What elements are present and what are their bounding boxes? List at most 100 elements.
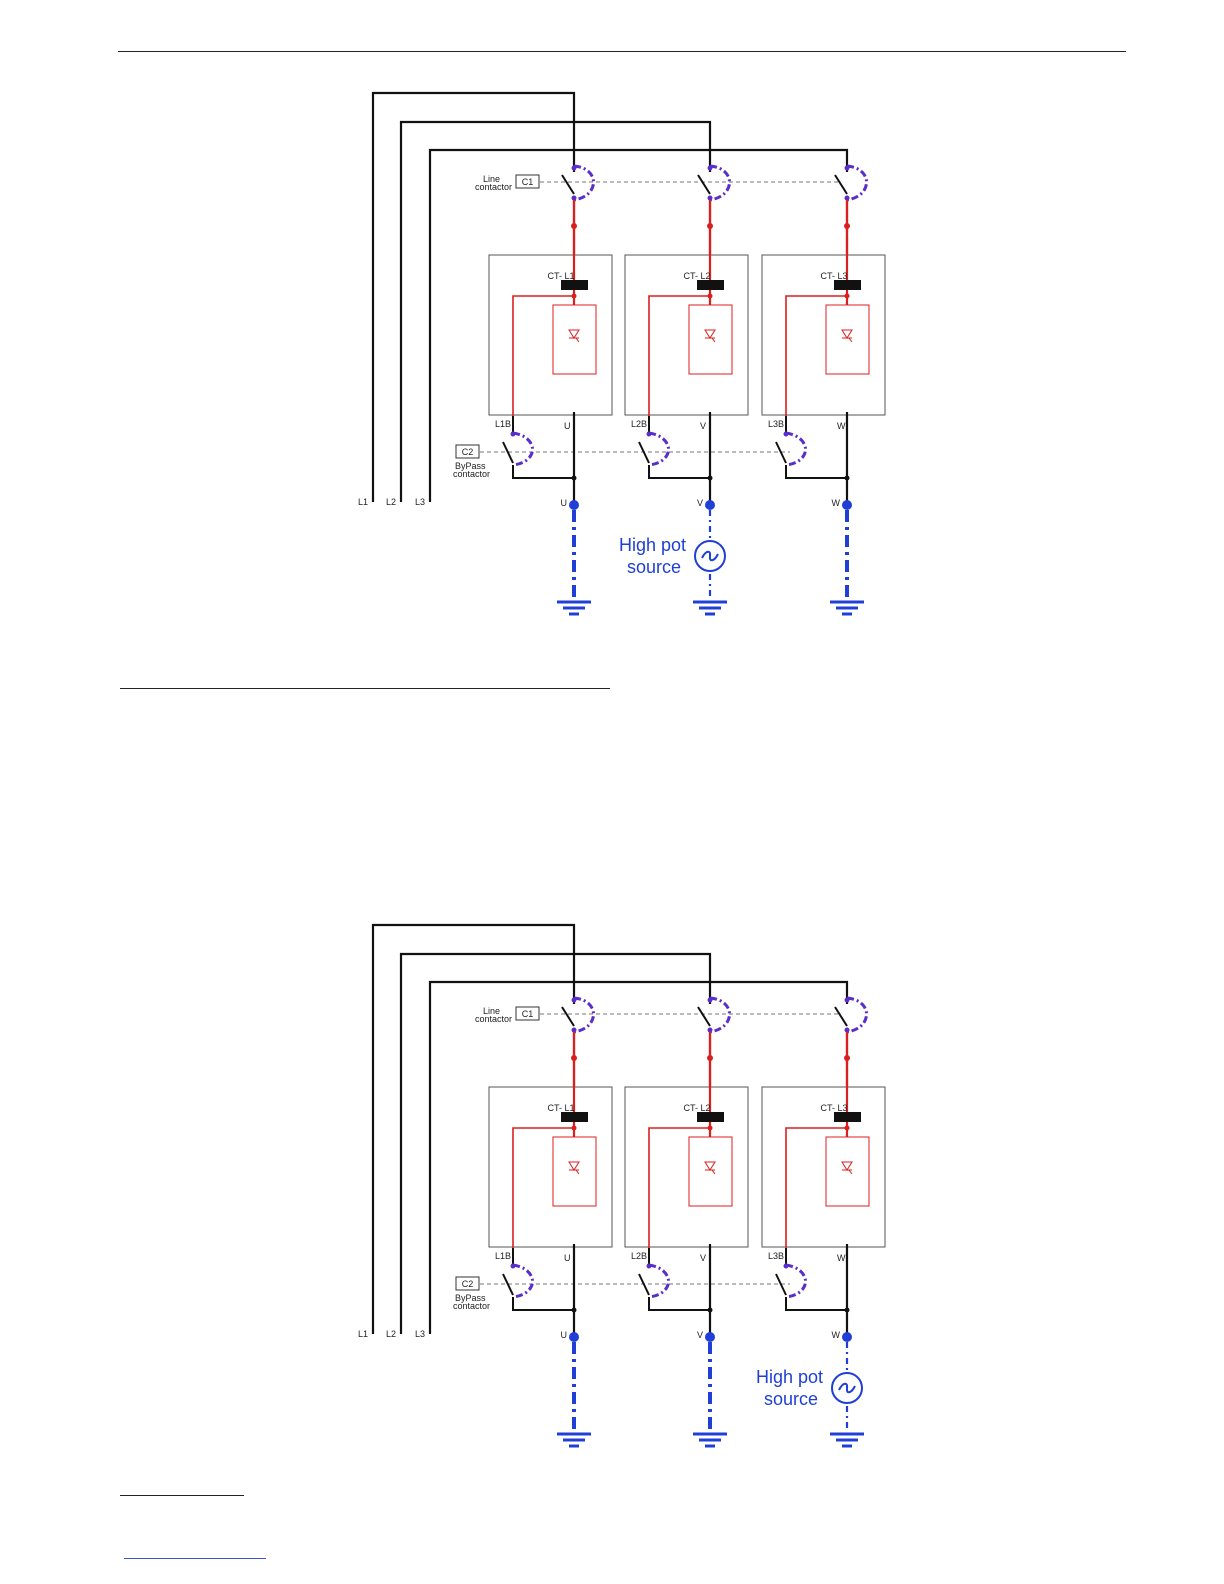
contact-dot — [845, 998, 850, 1003]
ct-label: CT- L3 — [820, 1103, 847, 1113]
line-label-1: L1 — [358, 497, 368, 507]
contact-dot — [708, 998, 713, 1003]
contact-dot — [647, 1264, 652, 1269]
output-point-label: V — [697, 1330, 703, 1340]
connection-dot — [572, 1308, 577, 1313]
high-pot-label: High pot — [756, 1367, 823, 1387]
line-contactor-actuator — [574, 998, 594, 1032]
line-label-3: L3 — [415, 1329, 425, 1339]
bypass-terminal-label: L2B — [631, 419, 647, 429]
link-underline — [124, 1558, 266, 1559]
contact-dot — [572, 998, 577, 1003]
connection-dot — [708, 476, 713, 481]
c2-label: C2 — [462, 447, 474, 457]
output-point-label: V — [697, 498, 703, 508]
bypass-contactor-label: contactor — [453, 469, 490, 479]
bypass-contactor-switch — [639, 442, 649, 463]
contact-dot — [845, 196, 850, 201]
source-label: source — [764, 1389, 818, 1409]
current-transformer — [561, 280, 588, 290]
current-transformer — [697, 280, 724, 290]
output-point-label: U — [561, 498, 568, 508]
line-contactor-switch — [835, 1007, 847, 1026]
contact-dot — [647, 432, 652, 437]
c1-label: C1 — [522, 1009, 534, 1019]
bypass-terminal-label: L2B — [631, 1251, 647, 1261]
contact-dot — [708, 196, 713, 201]
bypass-contactor-actuator — [513, 433, 533, 465]
bypass-return — [513, 465, 574, 478]
line-contactor-switch — [562, 1007, 574, 1026]
bypass-return — [649, 1297, 710, 1310]
line-contactor-actuator — [847, 166, 867, 200]
contact-dot — [708, 1028, 713, 1033]
bypass-terminal-label: L1B — [495, 419, 511, 429]
footnote-rule — [120, 1495, 244, 1496]
wiring-diagram-svg: L1L2L3LinecontactorC1C2ByPasscontactorCT… — [340, 912, 900, 1472]
bypass-contactor-actuator — [513, 1265, 533, 1297]
current-transformer — [834, 1112, 861, 1122]
line-label-2: L2 — [386, 1329, 396, 1339]
output-terminal-label: U — [564, 421, 571, 431]
output-terminal-label: W — [837, 1253, 846, 1263]
bypass-contactor-switch — [639, 1274, 649, 1295]
thyristor-block — [826, 1137, 869, 1206]
current-transformer — [561, 1112, 588, 1122]
line-contactor-label: contactor — [475, 1014, 512, 1024]
bypass-terminal-label: L3B — [768, 419, 784, 429]
thyristor-block — [826, 305, 869, 374]
bypass-terminal-label: L1B — [495, 1251, 511, 1261]
current-transformer — [834, 280, 861, 290]
contact-dot — [511, 1264, 516, 1269]
high-pot-label: High pot — [619, 535, 686, 555]
contact-dot — [511, 432, 516, 437]
bypass-contactor-actuator — [786, 433, 806, 465]
bypass-terminal-label: L3B — [768, 1251, 784, 1261]
bypass-contactor-actuator — [649, 1265, 669, 1297]
output-terminal-label: W — [837, 421, 846, 431]
output-point-label: U — [561, 1330, 568, 1340]
bypass-contactor-actuator — [649, 433, 669, 465]
contact-dot — [572, 166, 577, 171]
ct-label: CT- L3 — [820, 271, 847, 281]
bypass-contactor-actuator — [786, 1265, 806, 1297]
c2-label: C2 — [462, 1279, 474, 1289]
line-contactor-switch — [698, 175, 710, 194]
line-label-1: L1 — [358, 1329, 368, 1339]
thyristor-block — [689, 1137, 732, 1206]
thyristor-block — [553, 1137, 596, 1206]
ct-label: CT- L2 — [683, 1103, 710, 1113]
test-point — [842, 1332, 852, 1342]
line-contactor-actuator — [574, 166, 594, 200]
header-rule — [118, 51, 1126, 52]
output-terminal-label: U — [564, 1253, 571, 1263]
section-rule — [120, 688, 610, 689]
current-transformer — [697, 1112, 724, 1122]
bypass-return — [649, 465, 710, 478]
contact-dot — [784, 432, 789, 437]
thyristor-block — [689, 305, 732, 374]
contact-dot — [572, 1028, 577, 1033]
ct-label: CT- L1 — [547, 1103, 574, 1113]
ct-label: CT- L1 — [547, 271, 574, 281]
contact-dot — [845, 166, 850, 171]
contact-dot — [572, 196, 577, 201]
contact-dot — [784, 1264, 789, 1269]
test-point — [705, 500, 715, 510]
line-contactor-actuator — [710, 998, 730, 1032]
output-terminal-label: V — [700, 1253, 706, 1263]
line-contactor-switch — [698, 1007, 710, 1026]
bypass-return — [786, 1297, 847, 1310]
connection-dot — [845, 1308, 850, 1313]
output-terminal-label: V — [700, 421, 706, 431]
source-label: source — [627, 557, 681, 577]
connection-dot — [845, 476, 850, 481]
test-point — [842, 500, 852, 510]
line-label-3: L3 — [415, 497, 425, 507]
line-contactor-switch — [835, 175, 847, 194]
test-point — [705, 1332, 715, 1342]
thyristor-block — [553, 305, 596, 374]
bypass-return — [513, 1297, 574, 1310]
c1-label: C1 — [522, 177, 534, 187]
test-point — [569, 500, 579, 510]
